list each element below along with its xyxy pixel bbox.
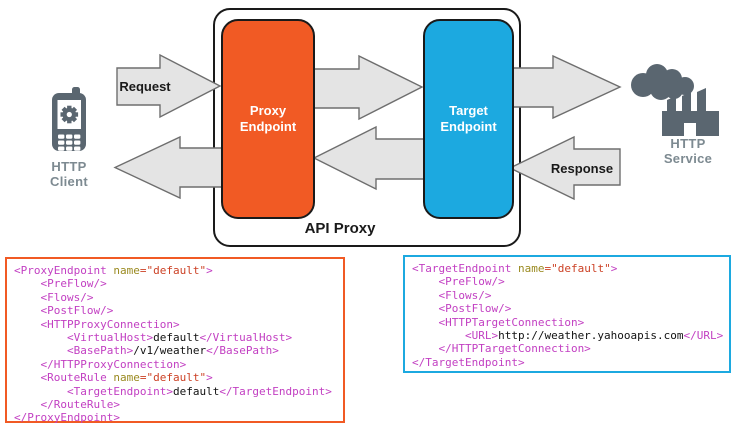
http-service-label-line1: HTTP xyxy=(670,136,706,151)
http-service-label-line2: Service xyxy=(663,150,713,166)
code-line: </RouteRule> xyxy=(14,398,120,412)
http-client-icon xyxy=(52,87,86,151)
gear-icon xyxy=(60,105,79,124)
target-to-proxy-arrow xyxy=(312,125,431,191)
target-endpoint-label: Target Endpoint xyxy=(424,103,513,134)
factory-door xyxy=(684,123,696,136)
code-line: <HTTPTargetConnection> xyxy=(412,315,585,329)
code-line: <BasePath>/v1/weather</BasePath> xyxy=(14,344,279,358)
proxy-endpoint-code-block: <ProxyEndpoint name="default"> <PreFlow/… xyxy=(5,257,345,425)
factory-building xyxy=(662,88,719,136)
code-line: <VirtualHost>default</VirtualHost> xyxy=(14,331,293,345)
http-client-label-line2: Client xyxy=(50,173,88,189)
code-line: <HTTPProxyConnection> xyxy=(14,317,180,331)
response-label: Response xyxy=(550,161,614,176)
code-line: <PostFlow/> xyxy=(412,302,512,316)
request-label: Request xyxy=(119,79,171,94)
http-service-icon xyxy=(631,64,719,136)
proxy-endpoint-box xyxy=(221,19,315,219)
proxy-endpoint-label: Proxy Endpoint xyxy=(222,103,314,134)
code-line: </HTTPTargetConnection> xyxy=(412,342,591,356)
code-line: </HTTPProxyConnection> xyxy=(14,357,187,371)
code-line: <Flows/> xyxy=(14,290,94,304)
code-line: <ProxyEndpoint name="default"> xyxy=(14,264,213,277)
http-service-label: HTTP Service xyxy=(653,136,723,166)
api-proxy-label: API Proxy xyxy=(304,220,376,237)
code-line: <RouteRule name="default"> xyxy=(14,371,213,385)
request-arrow xyxy=(116,53,222,119)
code-line: </TargetEndpoint> xyxy=(412,355,525,369)
http-client-label: HTTP Client xyxy=(34,159,104,189)
code-line: <Flows/> xyxy=(412,288,492,302)
http-client-label-line1: HTTP xyxy=(51,159,87,174)
code-line: <TargetEndpoint name="default"> xyxy=(412,262,618,275)
code-line: <PreFlow/> xyxy=(14,277,107,291)
code-line: <TargetEndpoint>default</TargetEndpoint> xyxy=(14,384,332,398)
code-line: </ProxyEndpoint> xyxy=(14,411,120,425)
code-line: <URL>http://weather.yahooapis.com</URL> xyxy=(412,329,724,343)
target-endpoint-code-block: <TargetEndpoint name="default"> <PreFlow… xyxy=(403,255,731,373)
target-endpoint-label-line2: Endpoint xyxy=(440,118,497,134)
phone-keypad xyxy=(58,134,81,151)
target-endpoint-box xyxy=(423,19,514,219)
target-endpoint-label-line1: Target xyxy=(449,103,488,118)
flow-diagram-canvas xyxy=(52,8,719,247)
proxy-endpoint-label-line1: Proxy xyxy=(249,103,287,118)
proxy-endpoint-label-line2: Endpoint xyxy=(239,118,297,134)
proxy-to-target-arrow xyxy=(307,54,424,121)
code-line: <PreFlow/> xyxy=(412,275,505,289)
target-to-service-arrow xyxy=(505,54,622,120)
code-line: <PostFlow/> xyxy=(14,304,114,318)
response-arrow xyxy=(508,135,621,201)
smoke-cloud xyxy=(631,64,694,100)
flow-arrows xyxy=(113,53,622,201)
